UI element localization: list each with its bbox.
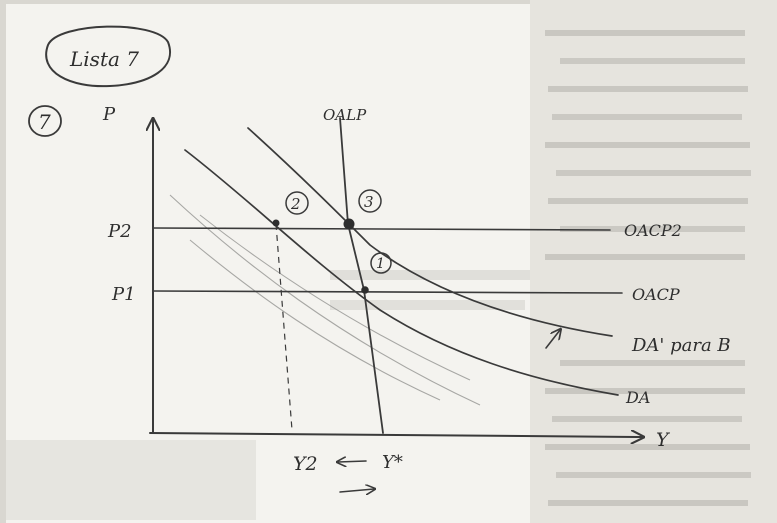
notebook-page	[6, 4, 536, 523]
equilibrium-label-3: 3	[358, 189, 382, 213]
price-level-lower: P1	[111, 284, 136, 305]
equilibrium-point-2	[272, 219, 280, 227]
svg-text:3: 3	[364, 193, 374, 211]
left-arrow-icon	[338, 461, 367, 462]
shift-arrow-icon	[545, 330, 560, 349]
page-title: Lista 7	[69, 47, 139, 71]
ad-shifted-label: DA' para B	[631, 335, 731, 356]
sras-low-line	[152, 290, 623, 294]
sras-low-label: OACP	[632, 285, 680, 304]
exercise-number: 7	[38, 110, 51, 134]
lras-label: OALP	[323, 106, 367, 124]
output-level-natural: Y*	[382, 452, 403, 473]
output-level-reduced: Y2	[293, 453, 318, 475]
sras-high-line	[152, 227, 611, 231]
ad-shifted-curve	[247, 127, 613, 337]
equilibrium-label-1: 1	[370, 252, 392, 274]
bleed-through-text	[6, 30, 751, 520]
title-bubble: Lista 7	[45, 25, 171, 88]
equilibrium-point-3	[343, 218, 355, 230]
equilibrium-point-1	[361, 286, 369, 294]
sras-high-label: OACP2	[624, 221, 682, 240]
lras-line	[339, 117, 384, 434]
price-axis-label: P	[102, 104, 116, 125]
price-level-upper: P2	[107, 221, 132, 242]
y2-dashed-guide	[275, 223, 293, 431]
equilibrium-label-2: 2	[285, 191, 309, 215]
output-axis-label: Y	[656, 429, 671, 451]
svg-text:2: 2	[290, 195, 301, 213]
svg-text:1: 1	[376, 256, 385, 272]
output-axis	[149, 433, 642, 437]
right-arrow-icon	[339, 489, 374, 492]
exercise-number-badge: 7	[28, 105, 62, 137]
ad-original-label: DA	[625, 388, 650, 407]
ad-original-curve	[184, 149, 619, 396]
erased-pencil-lines	[169, 194, 481, 406]
